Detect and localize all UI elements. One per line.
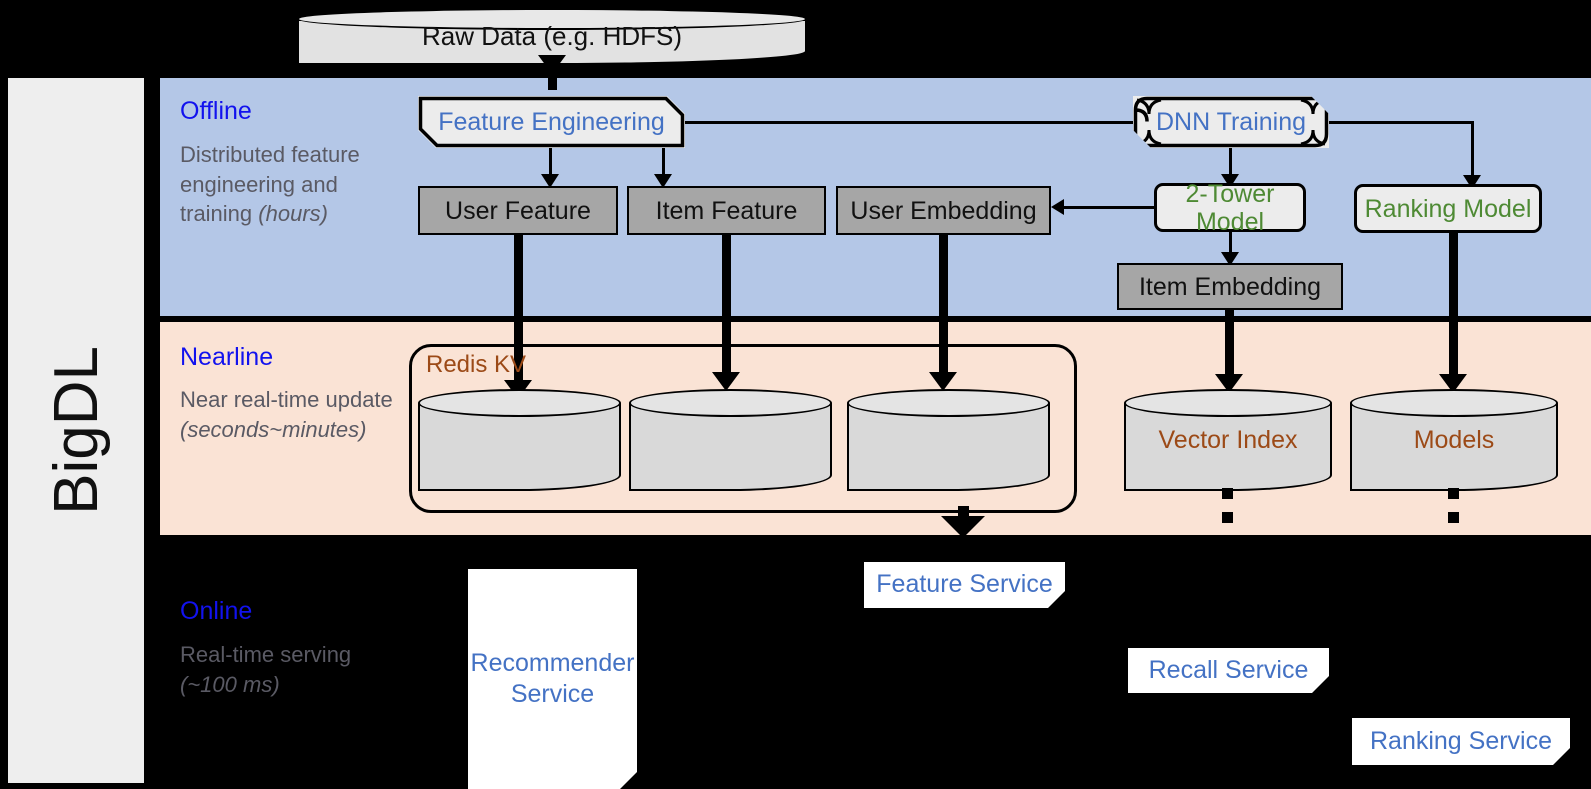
- line-dnn-to-ranking-v: [1471, 121, 1474, 179]
- lane-offline-subtitle-text: Distributed feature engineering and trai…: [180, 142, 360, 227]
- bigdl-rail-label: BigDL: [8, 78, 144, 783]
- node-item-embedding-label: Item Embedding: [1138, 272, 1322, 301]
- arrow-rawdata-to-fe-shaft: [548, 62, 557, 90]
- connector-models-stub-1: [1448, 488, 1459, 499]
- line-dnn-to-ranking-h: [1329, 121, 1474, 124]
- store-models[interactable]: Models: [1350, 389, 1558, 491]
- feature-engineering-outline: [418, 96, 685, 148]
- store-vector-index[interactable]: Vector Index: [1124, 389, 1332, 491]
- store-user-embedding-body: [847, 403, 1050, 491]
- arrow-ranking-model-to-models-shaft: [1449, 232, 1458, 384]
- line-two-tower-to-item-embedding: [1229, 232, 1232, 259]
- lane-nearline-title: Nearline: [180, 343, 274, 371]
- service-recall[interactable]: Recall Service: [1128, 648, 1329, 693]
- arrow-redis-to-feature-service-head: [941, 516, 985, 538]
- line-fe-to-item-feature: [662, 148, 665, 178]
- lane-online-subtitle-em: (~100 ms): [180, 671, 280, 697]
- arrow-rawdata-to-fe-head: [538, 55, 566, 74]
- lane-online-subtitle-text: Real-time serving: [180, 642, 352, 667]
- lane-offline-title: Offline: [180, 97, 252, 125]
- store-user-feature-label: [418, 389, 621, 491]
- node-user-feature[interactable]: User Feature: [418, 186, 618, 235]
- node-two-tower-model-label: 2-Tower Model: [1185, 179, 1275, 236]
- node-item-feature[interactable]: Item Feature: [627, 186, 826, 235]
- raw-data-cylinder-top: [297, 8, 807, 30]
- service-recommender[interactable]: Recommender Service: [468, 569, 637, 789]
- raw-data-label: Raw Data (e.g. HDFS): [421, 21, 683, 51]
- arrow-user-embedding-to-store-shaft: [939, 235, 948, 381]
- service-recall-label: Recall Service: [1148, 655, 1309, 684]
- line-dnn-to-two-tower: [1229, 148, 1232, 179]
- arrow-fe-to-user-feature-head: [541, 174, 559, 188]
- node-item-feature-label: Item Feature: [655, 196, 798, 225]
- line-two-tower-to-user-embedding: [1063, 206, 1162, 209]
- store-user-embedding[interactable]: [847, 389, 1050, 491]
- service-recommender-label: Recommender Service: [470, 648, 635, 708]
- group-redis-kv-label: Redis KV: [426, 351, 527, 378]
- node-two-tower-model[interactable]: 2-Tower Model: [1154, 180, 1306, 236]
- store-models-body: [1350, 403, 1558, 491]
- node-user-embedding-label: User Embedding: [850, 196, 1037, 225]
- arrow-fe-to-item-feature-head: [654, 174, 672, 188]
- store-user-embedding-label: [847, 389, 1050, 491]
- store-user-embedding-top: [847, 389, 1050, 417]
- lane-online-subtitle: Real-time serving (~100 ms): [180, 640, 395, 699]
- lane-offline-subtitle: Distributed feature engineering and trai…: [180, 140, 395, 229]
- line-fe-to-user-feature: [549, 148, 552, 178]
- lane-nearline-subtitle-em: (seconds~minutes): [180, 416, 367, 442]
- arrow-user-embedding-to-store-head: [929, 372, 957, 391]
- connector-models-stub-2: [1448, 512, 1459, 523]
- lane-online-title: Online: [180, 597, 253, 625]
- node-feature-engineering[interactable]: Feature Engineering: [418, 96, 685, 148]
- arrow-item-feature-to-store-shaft: [722, 235, 731, 381]
- store-vector-index-top: [1124, 389, 1332, 417]
- connector-vector-index-stub-1: [1222, 488, 1233, 499]
- node-user-feature-label: User Feature: [445, 196, 591, 225]
- node-dnn-training-label: DNN Training: [1155, 108, 1307, 136]
- store-models-top: [1350, 389, 1558, 417]
- store-user-feature[interactable]: [418, 389, 621, 491]
- store-user-feature-top: [418, 389, 621, 417]
- service-ranking-label: Ranking Service: [1369, 726, 1553, 755]
- arrow-two-tower-to-user-embedding-head: [1051, 199, 1064, 215]
- connector-vector-index-stub-2: [1222, 512, 1233, 523]
- lane-offline-subtitle-em: (hours): [258, 201, 328, 227]
- store-models-label: Models: [1413, 425, 1495, 454]
- bigdl-rail: BigDL: [8, 78, 144, 783]
- node-feature-engineering-label: Feature Engineering: [438, 108, 665, 136]
- lane-nearline-subtitle-text: Near real-time update: [180, 387, 393, 412]
- arrow-user-feature-to-store-shaft: [514, 235, 523, 389]
- bigdl-text: BigDL: [41, 346, 111, 515]
- raw-data-store: Raw Data (e.g. HDFS): [297, 8, 807, 65]
- node-dnn-training[interactable]: DNN Training: [1133, 96, 1329, 148]
- lane-nearline-subtitle: Near real-time update (seconds~minutes): [180, 385, 420, 444]
- store-user-feature-body: [418, 403, 621, 491]
- service-feature-label: Feature Service: [876, 570, 1053, 599]
- lane-offline: Offline Distributed feature engineering …: [160, 78, 1591, 316]
- group-redis-kv: [409, 344, 1077, 513]
- store-item-feature-top: [629, 389, 832, 417]
- service-feature[interactable]: Feature Service: [864, 562, 1065, 608]
- node-item-embedding[interactable]: Item Embedding: [1117, 263, 1343, 310]
- store-vector-index-label: Vector Index: [1158, 425, 1298, 454]
- store-item-feature[interactable]: [629, 389, 832, 491]
- connector-redis-to-feature-service-stub: [958, 506, 969, 517]
- store-item-feature-label: [629, 389, 832, 491]
- node-user-embedding[interactable]: User Embedding: [836, 186, 1051, 235]
- arrow-item-feature-to-store-head: [712, 372, 740, 391]
- arrow-two-tower-to-item-embedding-head: [1221, 252, 1239, 266]
- store-item-feature-body: [629, 403, 832, 491]
- arrow-item-embedding-to-vector-index-shaft: [1225, 310, 1234, 383]
- line-fe-to-dnn: [685, 121, 1140, 124]
- service-ranking[interactable]: Ranking Service: [1352, 718, 1570, 765]
- node-ranking-model[interactable]: Ranking Model: [1354, 184, 1542, 233]
- node-ranking-model-label: Ranking Model: [1364, 194, 1532, 223]
